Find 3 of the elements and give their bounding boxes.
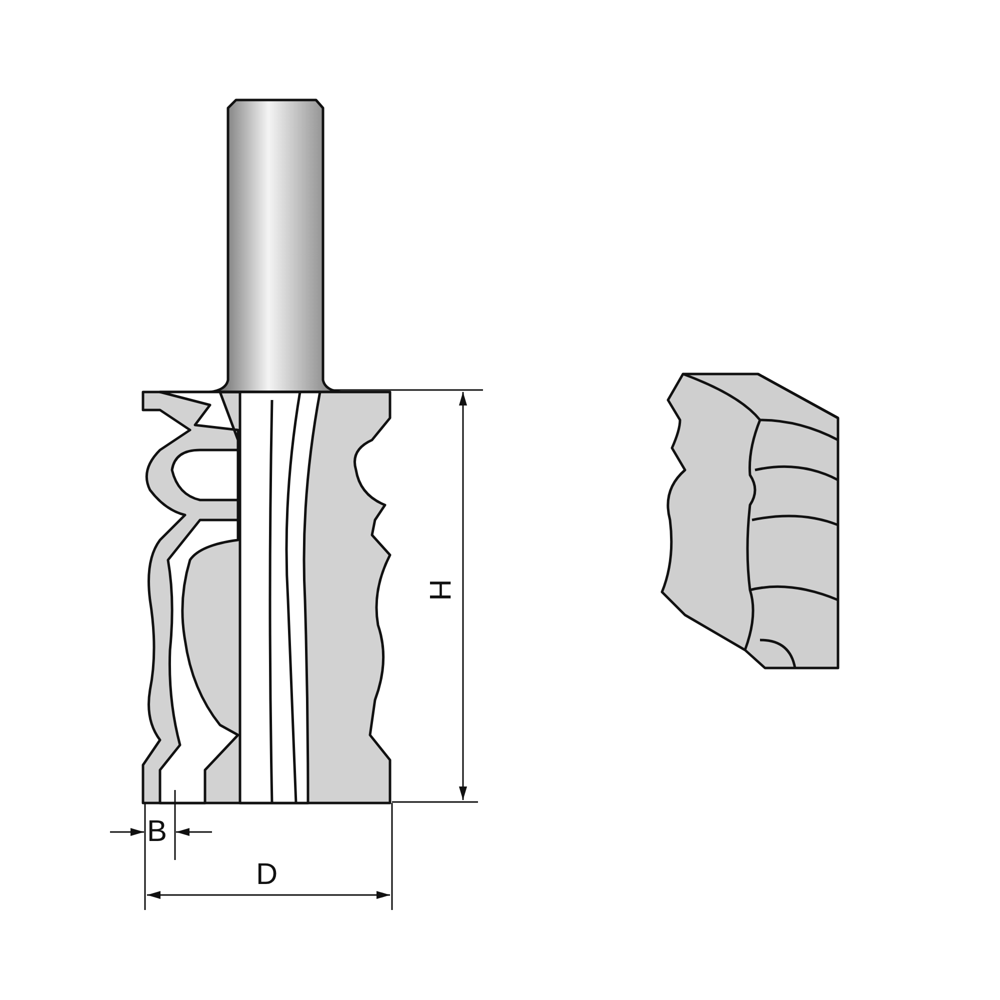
dimension-label: H (424, 579, 454, 601)
dimension-label: B (147, 817, 168, 847)
dimension-label: D (256, 860, 278, 890)
